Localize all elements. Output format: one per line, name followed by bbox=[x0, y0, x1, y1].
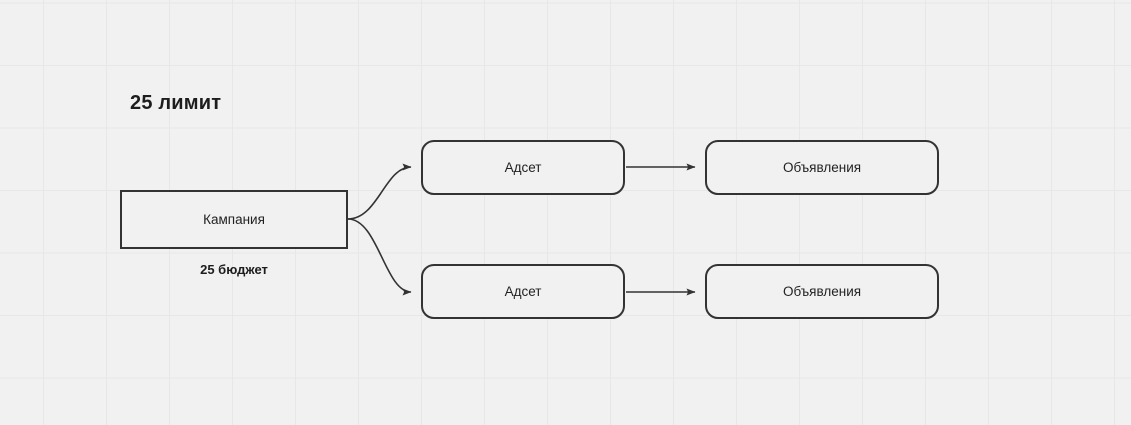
node-adset-top-label: Адсет bbox=[504, 160, 542, 175]
node-ads-bottom[interactable]: Объявления bbox=[705, 264, 939, 319]
node-adset-bottom[interactable]: Адсет bbox=[421, 264, 625, 319]
node-ads-top-label: Объявления bbox=[782, 160, 862, 175]
node-campaign[interactable]: Кампания bbox=[120, 190, 348, 249]
edge-campaign-to-adset-top bbox=[347, 163, 412, 220]
edge-campaign-to-adset-bot bbox=[347, 218, 412, 296]
node-adset-top[interactable]: Адсет bbox=[421, 140, 625, 195]
budget-label: 25 бюджет bbox=[200, 262, 268, 277]
node-adset-bottom-label: Адсет bbox=[504, 284, 542, 299]
node-ads-top[interactable]: Объявления bbox=[705, 140, 939, 195]
node-campaign-label: Кампания bbox=[203, 212, 265, 227]
node-ads-bottom-label: Объявления bbox=[782, 284, 862, 299]
page-title: 25 лимит bbox=[130, 92, 222, 114]
